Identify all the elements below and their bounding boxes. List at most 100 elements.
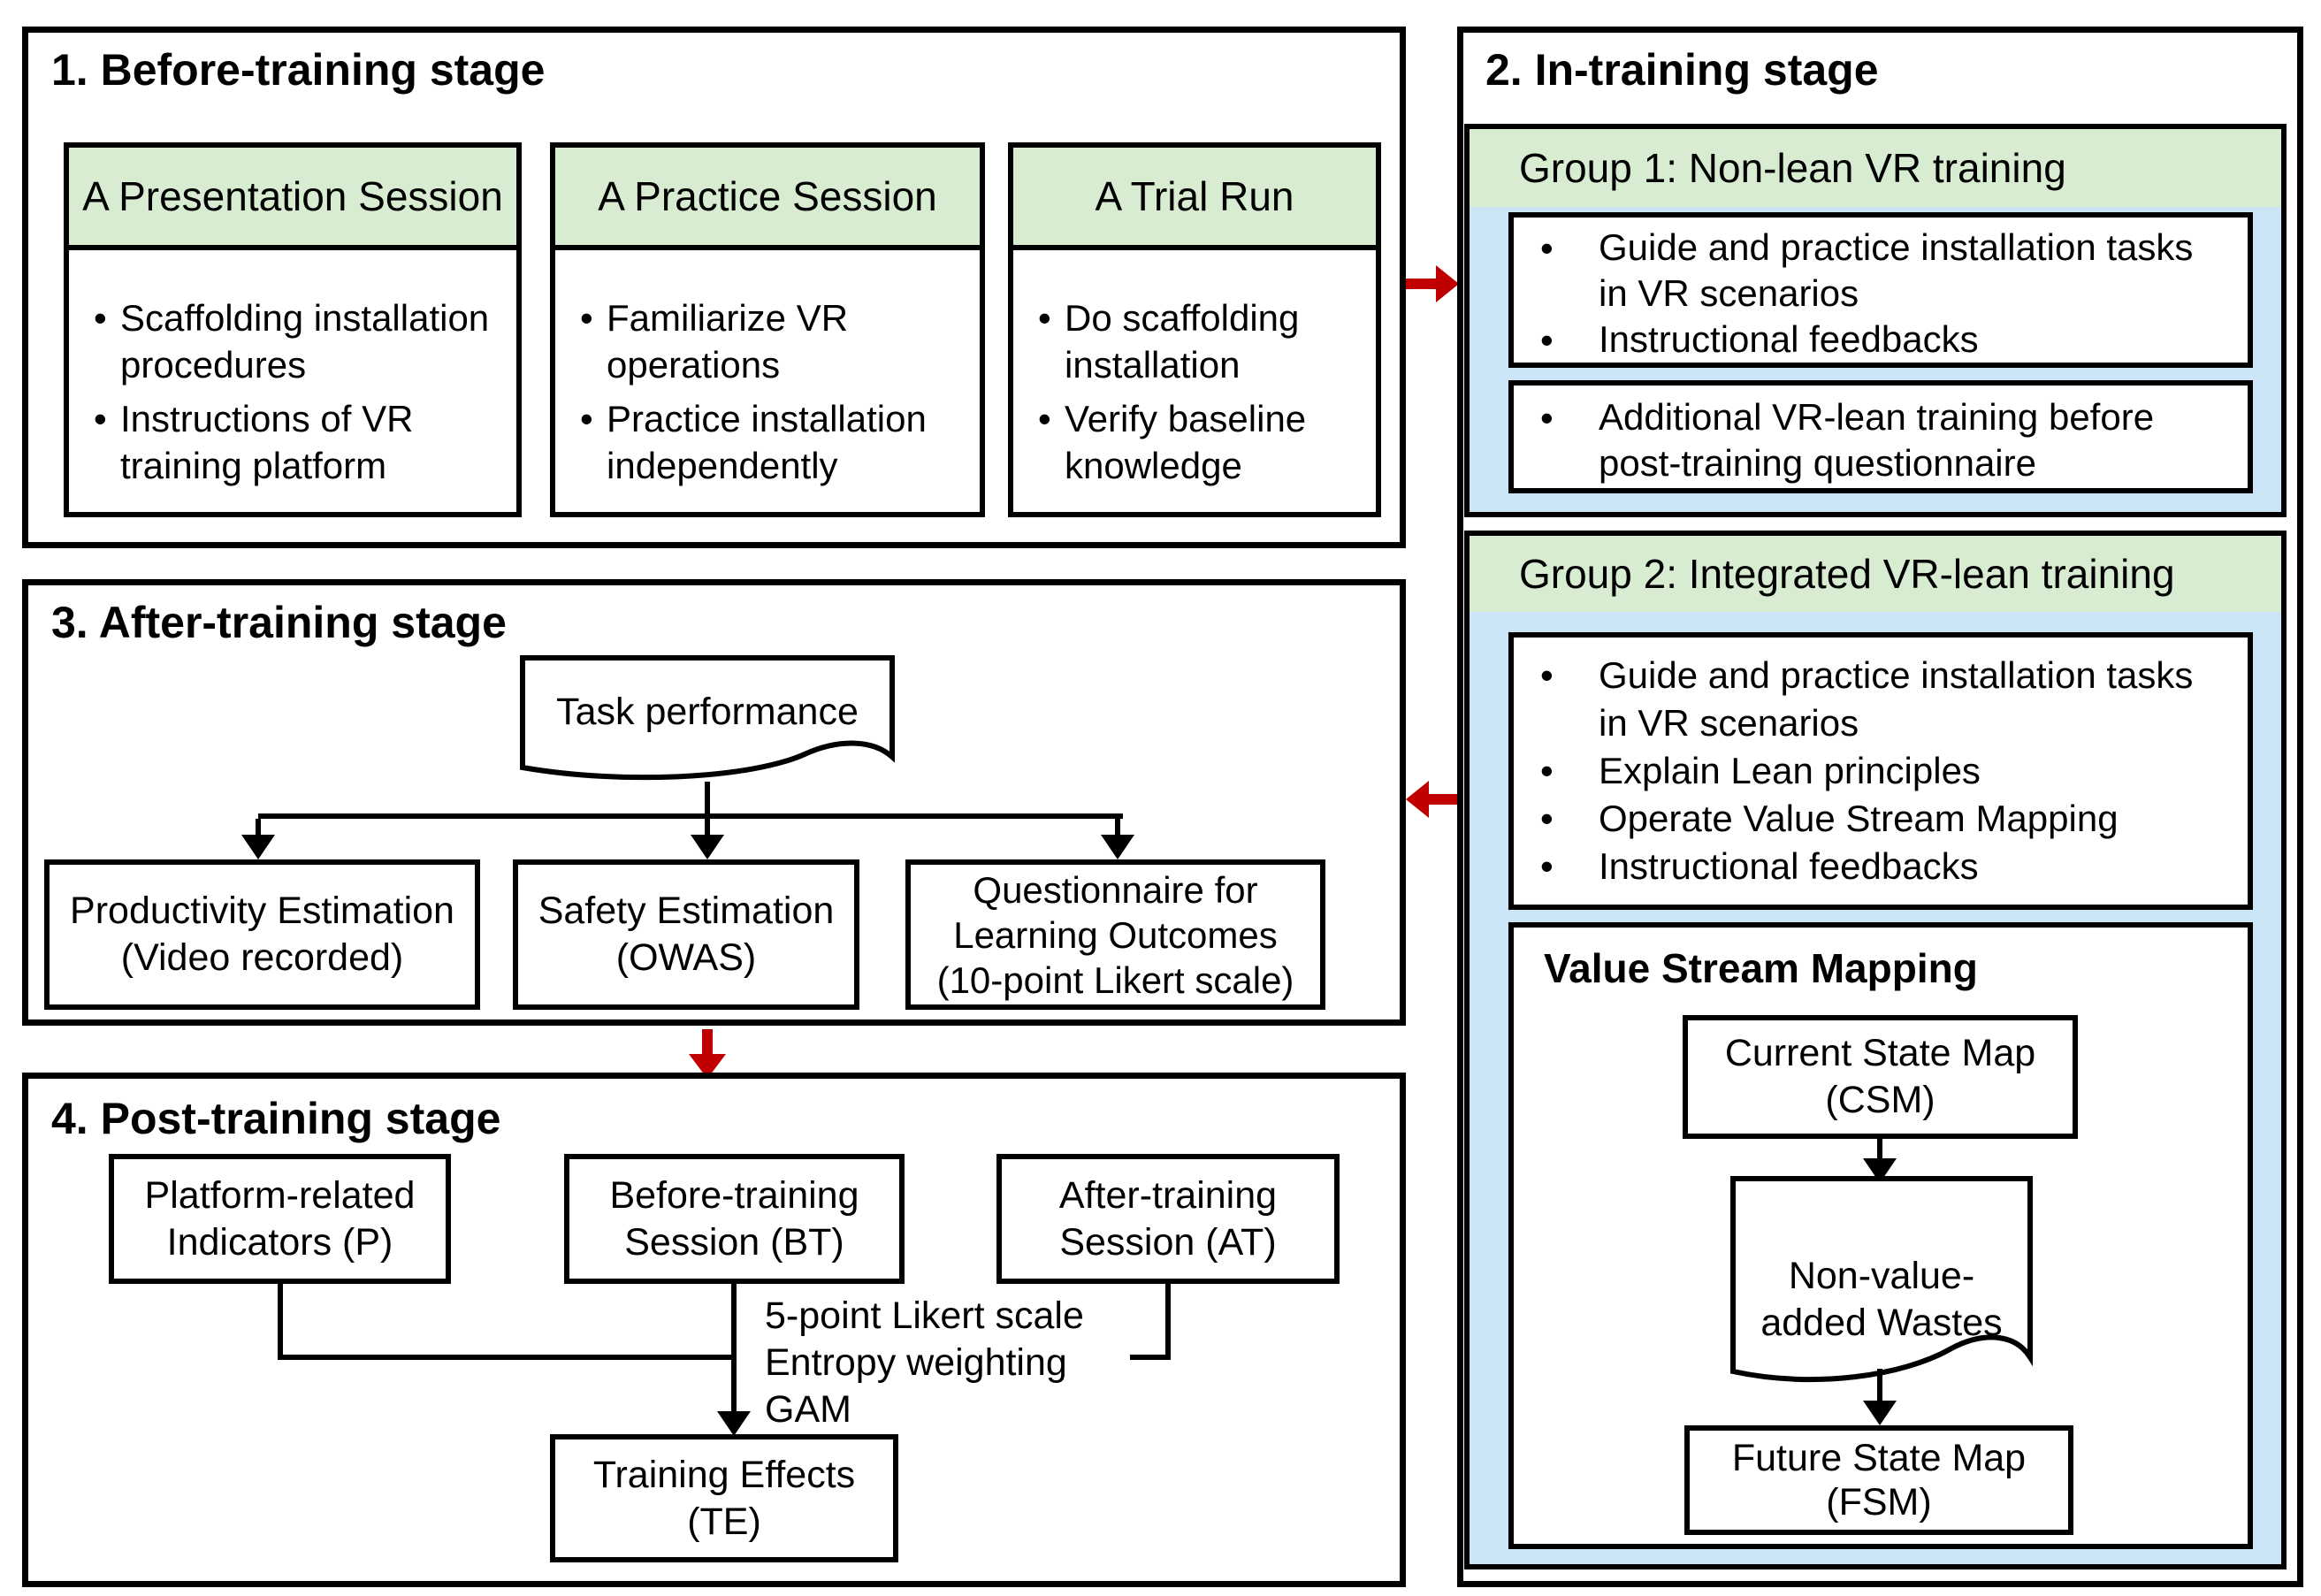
group2-task-box: Guide and practice installation tasks in… [1508, 632, 2253, 910]
connector-line [256, 819, 261, 838]
bullet-text: Explain Lean principles [1599, 750, 1981, 791]
connector-line [1877, 1139, 1882, 1162]
practice-session-box: A Practice Session Familiarize VR operat… [550, 142, 985, 517]
list-item: Do scaffolding installation [1038, 294, 1365, 388]
non-value-added-wastes-document [1730, 1176, 2033, 1408]
platform-indicators-box: Platform-related Indicators (P) [109, 1154, 451, 1284]
bullet-icon [1540, 394, 1599, 441]
bullet-text: Scaffolding installation procedures [120, 297, 490, 386]
presentation-session-header: A Presentation Session [69, 148, 516, 250]
list-item: Familiarize VR operations [580, 294, 969, 388]
future-state-map-box: Future State Map (FSM) [1684, 1425, 2073, 1535]
before-training-session-box: Before-training Session (BT) [564, 1154, 905, 1284]
document-shape-icon [1730, 1176, 2033, 1383]
stage2-title: 2. In-training stage [1485, 45, 1879, 95]
red-arrow-shaft [1429, 794, 1457, 805]
right-arrow-icon [1436, 265, 1459, 302]
practice-session-body: Familiarize VR operations Practice insta… [555, 250, 980, 489]
bullet-text: Operate Value Stream Mapping [1599, 798, 2119, 839]
trial-run-header: A Trial Run [1013, 148, 1376, 250]
bullet-text: Guide and practice installation tasks in… [1599, 654, 2194, 744]
connector-line [731, 1284, 737, 1413]
bullet-text: Instructions of VR training platform [120, 398, 414, 486]
group2-border [1464, 531, 2287, 1569]
non-value-added-wastes-label: Non-value- added Wastes [1760, 1255, 2003, 1344]
weighting-methods-annotation: 5-point Likert scale Entropy weighting G… [765, 1294, 1084, 1431]
trial-run-box: A Trial Run Do scaffolding installation … [1008, 142, 1381, 517]
questionnaire-box: Questionnaire for Learning Outcomes (10-… [905, 859, 1325, 1010]
group2-header: Group 2: Integrated VR-lean training [1470, 536, 2281, 612]
group1-border [1464, 124, 2287, 517]
down-arrow-icon [691, 835, 724, 859]
bullet-icon [94, 395, 120, 442]
bullet-text: Instructional feedbacks [1599, 318, 1979, 360]
task-performance-document [520, 655, 895, 790]
bullet-text: Practice installation independently [607, 398, 927, 486]
bullet-text: Instructional feedbacks [1599, 845, 1979, 887]
presentation-session-body: Scaffolding installation procedures Inst… [69, 250, 516, 489]
connector-line [258, 813, 1123, 819]
down-arrow-icon [1863, 1401, 1897, 1425]
connector-line [1130, 1355, 1171, 1360]
bullet-icon [580, 294, 607, 341]
task-performance-label: Task performance [556, 690, 859, 733]
group1-header: Group 1: Non-lean VR training [1470, 129, 2281, 207]
bullet-icon [1540, 843, 1599, 890]
practice-session-header: A Practice Session [555, 148, 980, 250]
connector-line [278, 1284, 283, 1360]
bullet-icon [580, 395, 607, 442]
current-state-map-box: Current State Map (CSM) [1683, 1015, 2078, 1139]
bullet-icon [94, 294, 120, 341]
down-arrow-icon [241, 835, 275, 859]
bullet-text: Additional VR-lean training before post-… [1599, 396, 2155, 484]
list-item: Instructions of VR training platform [94, 395, 506, 489]
training-effects-box: Training Effects (TE) [550, 1434, 898, 1562]
bullet-icon [1540, 225, 1599, 271]
bullet-text: Guide and practice installation tasks in… [1599, 226, 2194, 314]
stage2-frame [1457, 27, 2303, 1587]
stage1-title: 1. Before-training stage [51, 45, 546, 95]
list-item: Operate Value Stream Mapping [1514, 795, 2248, 843]
bullet-icon [1540, 652, 1599, 699]
bullet-text: Do scaffolding installation [1065, 297, 1300, 386]
list-item: Verify baseline knowledge [1038, 395, 1365, 489]
bullet-text: Verify baseline knowledge [1065, 398, 1307, 486]
down-arrow-icon [1101, 835, 1134, 859]
vsm-title: Value Stream Mapping [1544, 945, 1978, 991]
productivity-estimation-box: Productivity Estimation (Video recorded) [44, 859, 480, 1010]
list-item: Explain Lean principles [1514, 747, 2248, 795]
connector-line [705, 819, 710, 838]
presentation-session-box: A Presentation Session Scaffolding insta… [64, 142, 522, 517]
list-item: Guide and practice installation tasks in… [1514, 225, 2248, 317]
connector-line [278, 1355, 737, 1360]
left-arrow-icon [1406, 781, 1429, 818]
red-arrow-shaft [702, 1029, 713, 1056]
red-arrow-shaft [1406, 279, 1438, 289]
connector-line [705, 782, 710, 819]
stage3-title: 3. After-training stage [51, 598, 507, 647]
connector-line [1877, 1369, 1882, 1402]
stage1-frame [22, 27, 1406, 548]
after-training-session-box: After-training Session (AT) [996, 1154, 1340, 1284]
stage4-title: 4. Post-training stage [51, 1094, 501, 1143]
down-arrow-icon [717, 1411, 751, 1436]
list-item: Scaffolding installation procedures [94, 294, 506, 388]
bullet-icon [1038, 294, 1065, 341]
stage3-frame [22, 579, 1406, 1026]
bullet-text: Familiarize VR operations [607, 297, 849, 386]
safety-estimation-box: Safety Estimation (OWAS) [513, 859, 859, 1010]
bullet-icon [1038, 395, 1065, 442]
bullet-icon [1540, 795, 1599, 842]
trial-run-body: Do scaffolding installation Verify basel… [1013, 250, 1376, 489]
document-shape-icon [520, 655, 895, 781]
connector-line [1165, 1284, 1171, 1360]
stage4-frame [22, 1073, 1406, 1587]
connector-line [1115, 819, 1120, 838]
group1-extra-box: Additional VR-lean training before post-… [1508, 380, 2253, 493]
list-item: Instructional feedbacks [1514, 843, 2248, 890]
list-item: Practice installation independently [580, 395, 969, 489]
list-item: Additional VR-lean training before post-… [1514, 394, 2248, 486]
bullet-icon [1540, 317, 1599, 363]
group1-task-box: Guide and practice installation tasks in… [1508, 212, 2253, 368]
